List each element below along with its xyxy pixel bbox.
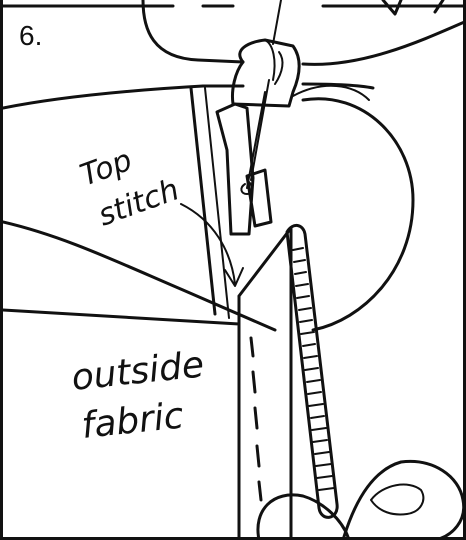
sewing-illustration: Top stitch outside fabric	[3, 0, 466, 540]
bobbin-circle	[303, 99, 413, 330]
label-top-stitch-line1: Top	[76, 143, 137, 194]
fabric-guide-line-left	[191, 88, 215, 314]
thumb-nail	[371, 485, 423, 515]
upper-thread	[293, 86, 369, 100]
label-fabric-line2: fabric	[80, 395, 186, 446]
thread-guide	[265, 40, 282, 84]
right-hand	[343, 461, 464, 540]
stitch-line-dashed	[251, 338, 261, 500]
presser-foot	[217, 104, 271, 234]
fabric-guide-line-inner	[205, 88, 229, 318]
top-border-lines	[3, 0, 466, 14]
machine-arm	[143, 0, 466, 64]
folded-flap	[239, 228, 291, 540]
label-fabric-line1: outside	[70, 344, 206, 399]
zipper-tape	[287, 225, 337, 517]
